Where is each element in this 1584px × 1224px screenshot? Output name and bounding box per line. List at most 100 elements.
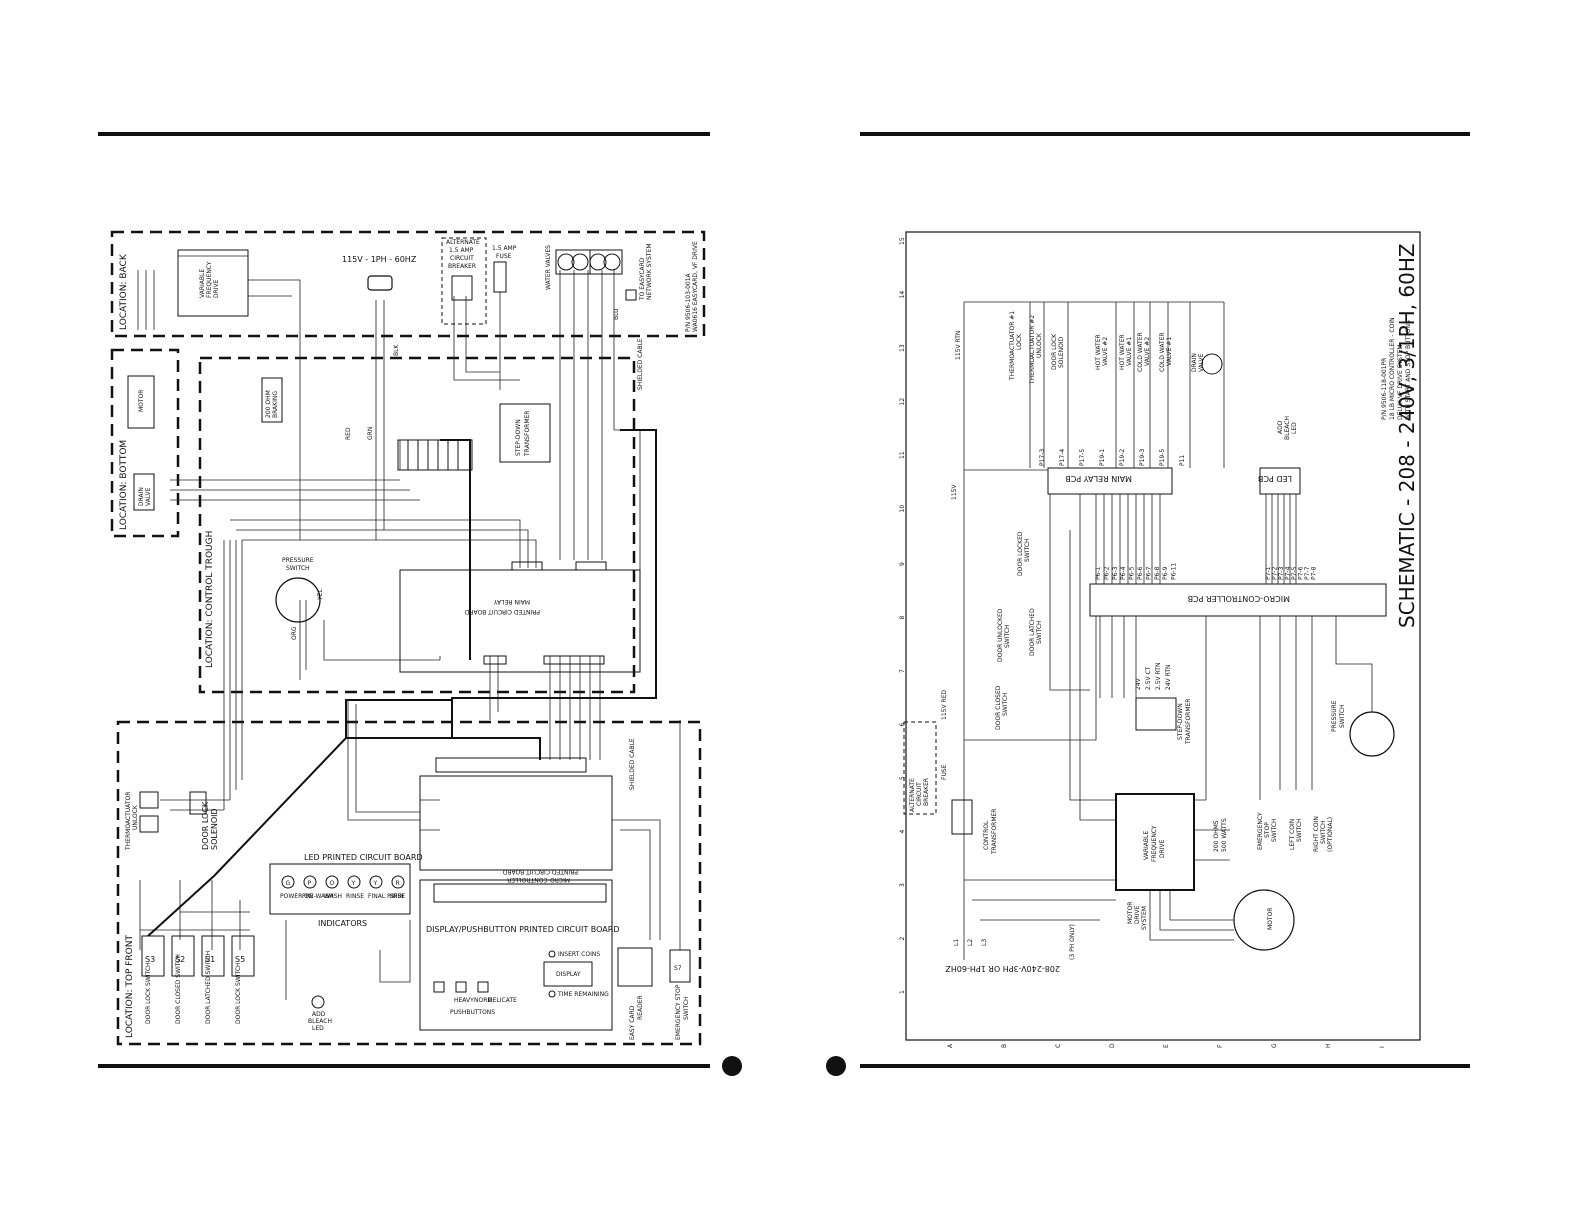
fuse-1: 1.5 AMP (492, 245, 517, 252)
micro-pin-2: P6-3 (1112, 566, 1119, 580)
switch-id-S2: S2 (175, 955, 185, 964)
row-letter-E: E (1163, 1044, 1170, 1048)
hot1-2: VALVE #1 (1126, 337, 1133, 366)
volt-24: 24V (1135, 677, 1142, 690)
col-number-14: 14 (899, 291, 906, 299)
switch-label-S1: DOOR LATCHED SWITCH (205, 951, 212, 1024)
wire-red: RED (345, 427, 352, 440)
main-relay-pcb (1047, 467, 1173, 495)
door-unlocked-2: SWITCH (1004, 624, 1011, 648)
water-valves-label: WATER VALVES (545, 245, 552, 290)
led-label-5: SPIN (390, 893, 404, 900)
led-pcb-label: LED PCB (1258, 474, 1292, 483)
led-0-icon (281, 875, 295, 889)
pressure-switch-left-1: PRESSURE (282, 557, 314, 564)
vfd-right-1: VARIABLE (1143, 831, 1150, 860)
led-pin-1: P7-2 (1272, 566, 1279, 580)
micro-pin-8: P6-9 (1162, 566, 1169, 580)
switch-label-S2: DOOR CLOSED SWITCH (175, 954, 182, 1024)
row-letter-D: D (1109, 1043, 1116, 1048)
motor-drive-3: SYSTEM (1141, 906, 1148, 930)
power-115-rtn: 115V RTN (955, 331, 962, 360)
switch-box-S5 (231, 935, 255, 977)
col-number-11: 11 (899, 451, 906, 459)
bottom-rule-right (860, 1064, 1470, 1068)
control-trough-region (198, 356, 636, 694)
step-down-right-2: TRANSFORMER (1185, 699, 1192, 745)
drain-valve-2: VALVE (145, 487, 152, 506)
door-locked-2: SWITCH (1024, 538, 1031, 562)
led-label-2: WASH (324, 893, 342, 900)
col-number-3: 3 (899, 883, 906, 887)
estop-left-1: EMERGENCY STOP (675, 984, 682, 1040)
add-bleach-right-2: BLEACH (1284, 416, 1291, 440)
main-relay-pcb-label: MAIN RELAY PCB (1065, 474, 1132, 483)
thermo1-2: LOCK (1016, 333, 1023, 350)
button-delicate: DELICATE (488, 997, 517, 1004)
estop-left-2: SWITCH (683, 996, 690, 1020)
led-letter-1: P (308, 880, 312, 887)
led-pin-4: P7-5 (1291, 566, 1298, 580)
led-1-icon (303, 875, 317, 889)
bottom-note: 208-240V-3PH OR 1PH-60HZ (945, 964, 1060, 973)
vfd-label-2: FREQUENCY (206, 261, 213, 298)
location-bottom: LOCATION: BOTTOM (119, 440, 129, 530)
switch-id-S3: S3 (145, 955, 155, 964)
switch-label-S5: DOOR LOCK SWITCH (235, 962, 242, 1024)
col-number-8: 8 (899, 616, 906, 620)
row-letter-C: C (1055, 1044, 1062, 1048)
micro-pin-9: P6-11 (1171, 563, 1178, 580)
location-top-front: LOCATION: TOP FRONT (125, 935, 135, 1038)
indicators-label: INDICATORS (318, 919, 367, 928)
switch-id-S1: S1 (205, 955, 215, 964)
col-number-4: 4 (899, 830, 906, 834)
led-3-icon (347, 875, 361, 889)
shielded-cable-1: SHIELDED CABLE (637, 338, 644, 390)
vfd-right-2: FREQUENCY (1151, 825, 1158, 862)
left-coin-2: SWITCH (1296, 818, 1303, 842)
col-number-1: 1 (899, 990, 906, 994)
easy-card-2: READER (637, 995, 644, 1020)
door-closed-1: DOOR CLOSED (995, 685, 1002, 730)
page-marker-left (722, 1056, 742, 1076)
led-2-icon (325, 875, 339, 889)
led-pcb (1259, 467, 1301, 495)
wire-grn: GRN (367, 427, 374, 440)
wire-org: ORG (291, 626, 298, 640)
schematic-pn-2: 18 LB MICRO CONTROLLER - COIN (1389, 317, 1396, 420)
top-rule-left (98, 132, 710, 136)
relay-pin-6: P19-5 (1159, 449, 1166, 466)
relay-pin-7: P11 (1179, 455, 1186, 466)
micro-pcb-label: MICRO-CONTROLLER PCB (1188, 594, 1290, 603)
relay-pin-4: P19-2 (1119, 449, 1126, 466)
display-label: DISPLAY (556, 971, 581, 978)
estop-right-2: STOP (1264, 822, 1271, 838)
wire-yel: YEL (317, 589, 324, 601)
motor-drive-2: DRIVE (1134, 905, 1141, 924)
alt-right-1: ALTERNATE (909, 778, 916, 812)
led-pin-0: P7-1 (1265, 566, 1272, 580)
bottom-region (110, 348, 180, 538)
insert-coins: INSERT COINS (558, 951, 600, 958)
left-coin-1: LEFT COIN (1289, 819, 1296, 850)
hot2-1: HOT WATER (1095, 334, 1102, 370)
power-115-red: 115V RED (941, 690, 948, 720)
resistor-right-2: 500 WATTS (1221, 818, 1228, 852)
wire-blk: BLK (393, 344, 400, 356)
col-number-12: 12 (899, 398, 906, 406)
back-region (110, 230, 706, 338)
door-lock-solenoid-2: SOLENOID (210, 808, 219, 850)
resistor-right-1: 200 OHMS (1213, 820, 1220, 852)
estop-right-1: EMERGENCY (1257, 812, 1264, 850)
fuse-right: FUSE (941, 764, 948, 780)
schematic-title: SCHEMATIC - 208 - 240V, 3/1PH, 60HZ (1395, 243, 1419, 628)
pushbuttons-label: PUSHBUTTONS (450, 1009, 495, 1016)
motor-right (1233, 889, 1295, 951)
led-letter-2: O (330, 880, 335, 887)
door-latched-2: SWITCH (1036, 620, 1043, 644)
line-l1: L1 (953, 939, 960, 946)
vfd-label-1: VARIABLE (199, 269, 206, 298)
page-marker-right (826, 1056, 846, 1076)
vfd-label-3: DRIVE (213, 279, 220, 298)
